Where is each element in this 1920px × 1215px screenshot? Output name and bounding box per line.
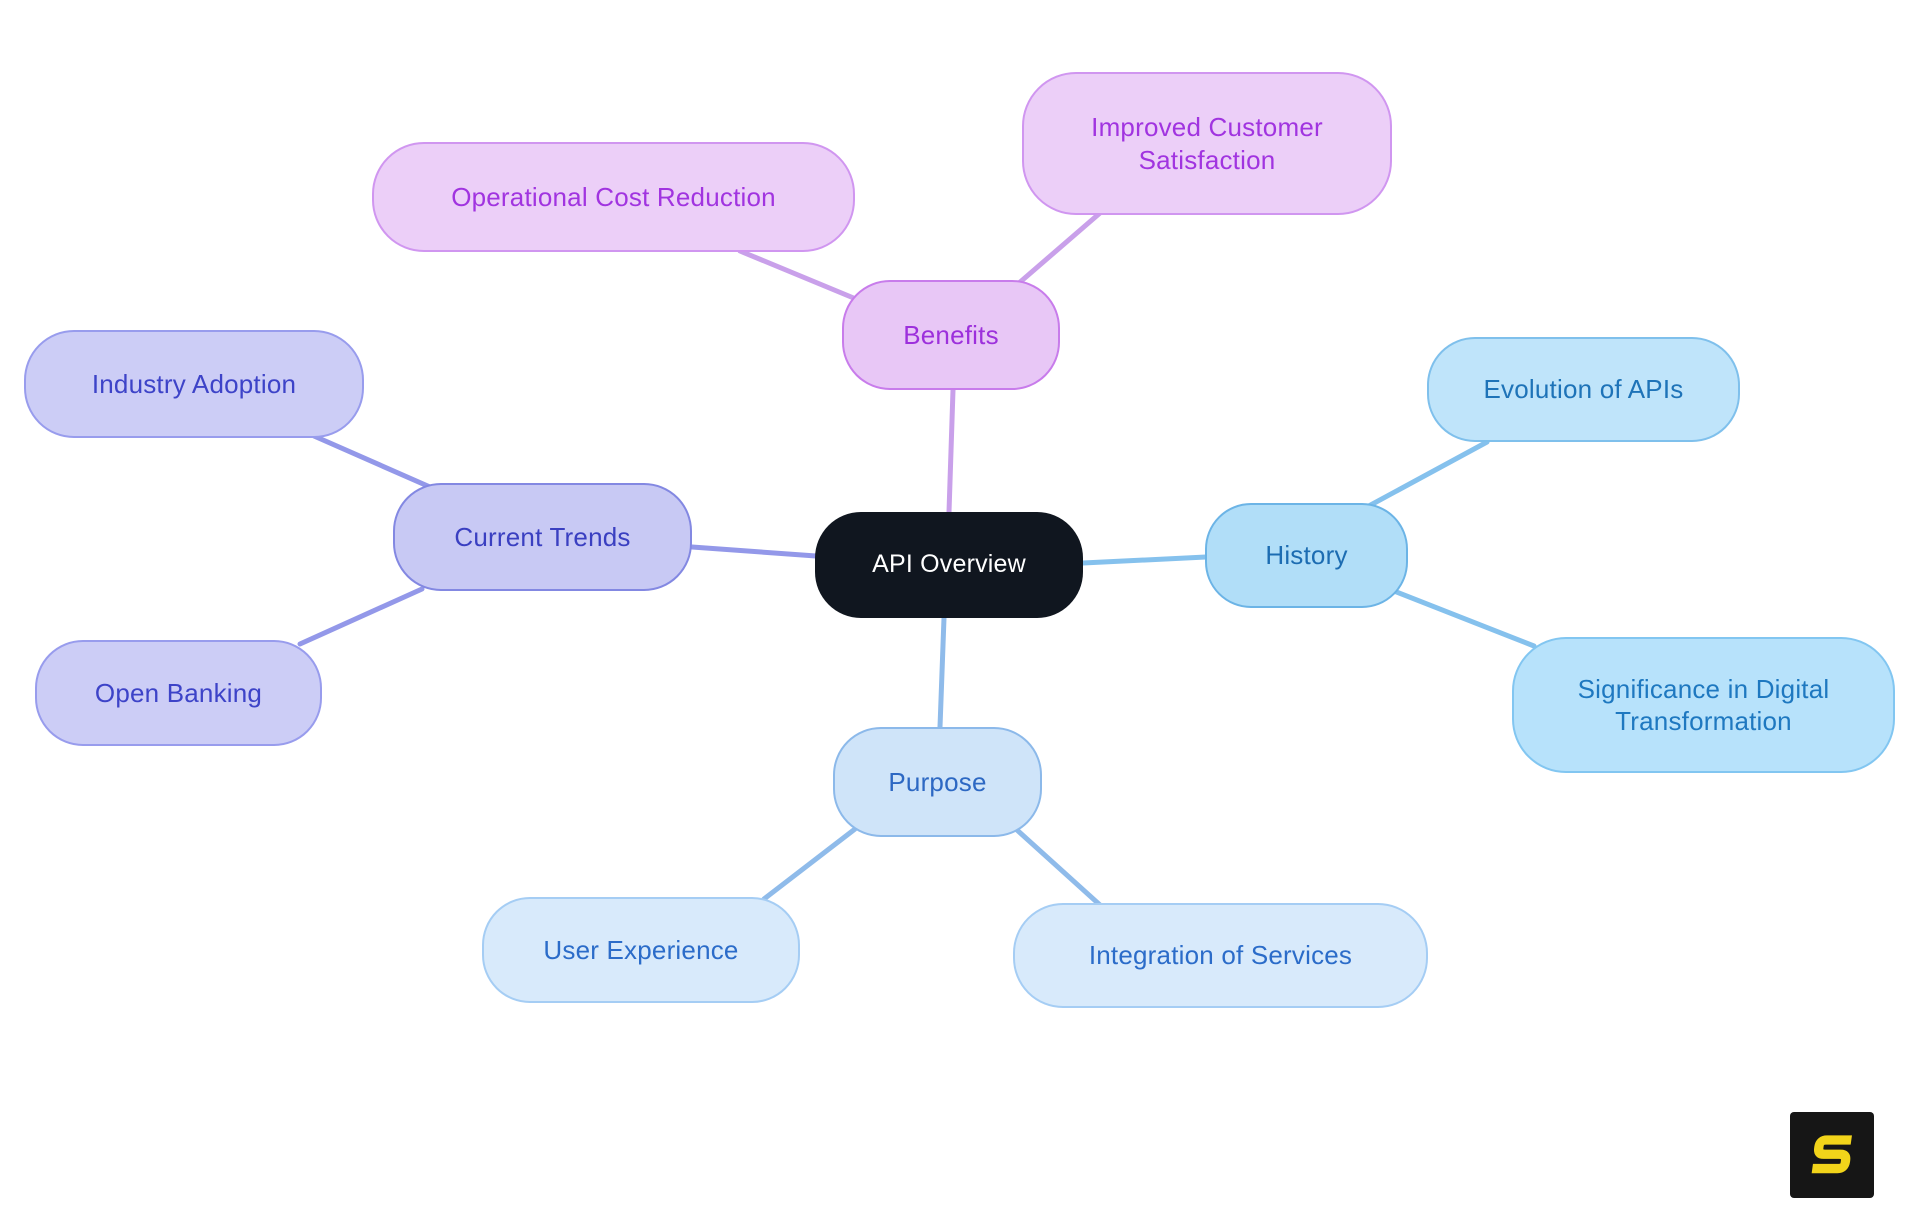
node-current-trends: Current Trends (393, 483, 692, 591)
edge-benefits-customer-satisfaction (1016, 210, 1103, 286)
node-benefits: Benefits (842, 280, 1060, 390)
node-improved-customer-satisfaction: Improved Customer Satisfaction (1022, 72, 1392, 215)
s-logo-icon (1811, 1135, 1852, 1174)
edge-trends-industry-adoption (311, 433, 433, 490)
node-integration-of-services: Integration of Services (1013, 903, 1428, 1008)
node-api-overview: API Overview (815, 512, 1083, 618)
edge-history-significance (1391, 588, 1537, 649)
edge-trends-open-banking (297, 586, 425, 647)
edge-center-current-trends (689, 544, 819, 559)
node-evolution-of-apis: Evolution of APIs (1427, 337, 1740, 442)
edge-benefits-operational-cost (737, 248, 859, 302)
node-history: History (1205, 503, 1408, 608)
edge-center-benefits (946, 387, 956, 515)
edge-purpose-user-experience (761, 826, 858, 902)
node-operational-cost-reduction: Operational Cost Reduction (372, 142, 855, 252)
node-significance-digital-transformation: Significance in Digital Transformation (1512, 637, 1895, 773)
node-purpose: Purpose (833, 727, 1042, 837)
edge-center-purpose (937, 615, 947, 730)
brand-logo (1790, 1112, 1874, 1198)
node-user-experience: User Experience (482, 897, 800, 1003)
node-open-banking: Open Banking (35, 640, 322, 746)
node-industry-adoption: Industry Adoption (24, 330, 364, 438)
edge-history-evolution (1364, 439, 1490, 510)
edge-center-history (1080, 554, 1209, 566)
edge-purpose-integration (1014, 827, 1103, 908)
